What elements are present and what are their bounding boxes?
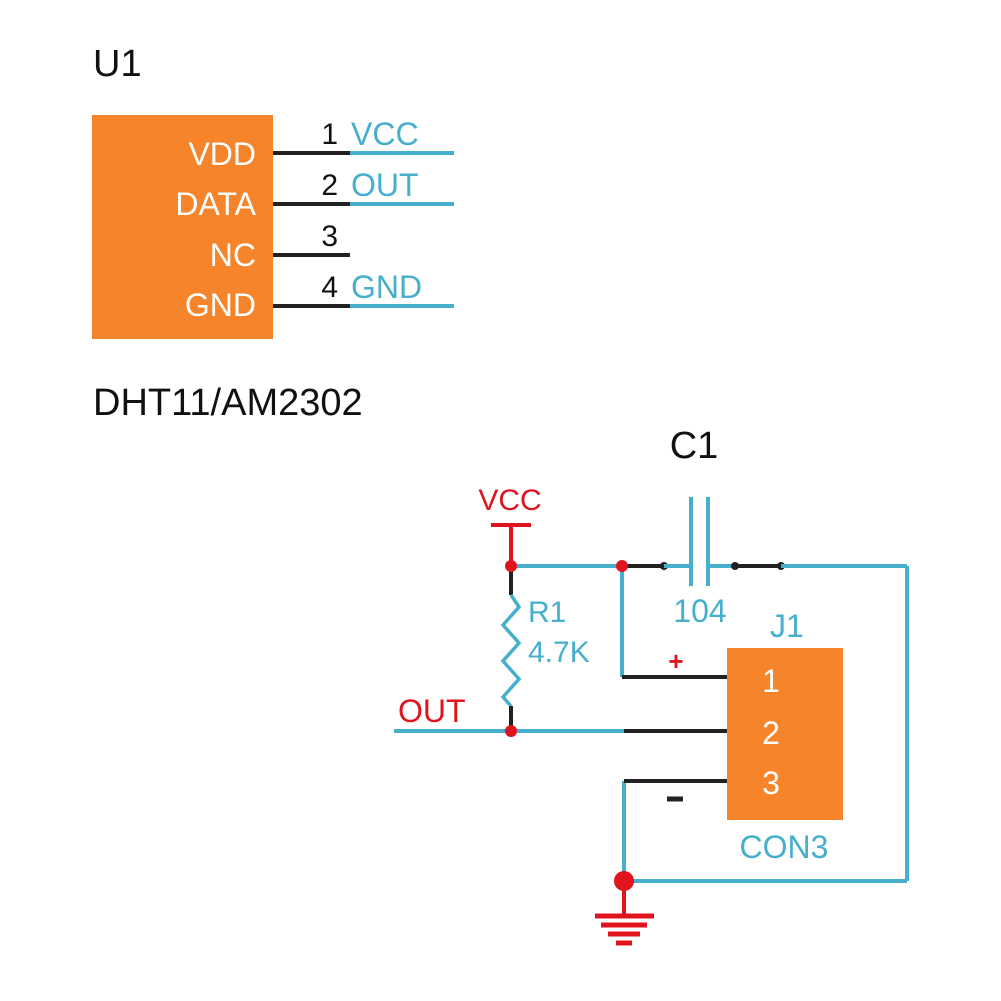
u1-body <box>92 115 273 339</box>
u1-pin2-number: 2 <box>321 169 338 202</box>
r1-value: 4.7K <box>528 636 590 669</box>
u1-pin2-name: DATA <box>175 186 256 222</box>
u1-net-label-out: OUT <box>351 167 419 203</box>
junction-vcc-c1 <box>616 560 628 572</box>
u1-pin4-name: GND <box>185 287 256 323</box>
j1-plus-label: + <box>668 646 683 676</box>
j1-pin3-number: 3 <box>762 765 780 801</box>
u1-net-label-vcc: VCC <box>351 116 419 152</box>
junction-out-r1 <box>505 725 517 737</box>
r1-zigzag <box>500 594 522 708</box>
u1-refdes: U1 <box>93 43 142 85</box>
u1-part-name: DHT11/AM2302 <box>93 382 363 424</box>
j1-pin1-number: 1 <box>762 663 780 699</box>
u1-pin3-name: NC <box>210 237 256 273</box>
c1-value: 104 <box>673 593 726 629</box>
j1-part-name: CON3 <box>740 829 829 865</box>
vcc-net-label: VCC <box>478 484 541 517</box>
j1-refdes: J1 <box>770 608 804 644</box>
junction-vcc-r1 <box>505 560 517 572</box>
j1-body <box>727 648 843 820</box>
c1-refdes: C1 <box>670 425 719 467</box>
r1-refdes: R1 <box>528 596 566 629</box>
u1-net-label-gnd: GND <box>351 269 422 305</box>
j1-pin2-number: 2 <box>762 715 780 751</box>
out-net-label: OUT <box>398 693 466 729</box>
u1-pin3-number: 3 <box>321 220 338 253</box>
u1-pin1-name: VDD <box>188 136 256 172</box>
ground-icon <box>595 913 654 946</box>
u1-pin1-number: 1 <box>321 118 338 151</box>
u1-pin4-number: 4 <box>321 271 338 304</box>
